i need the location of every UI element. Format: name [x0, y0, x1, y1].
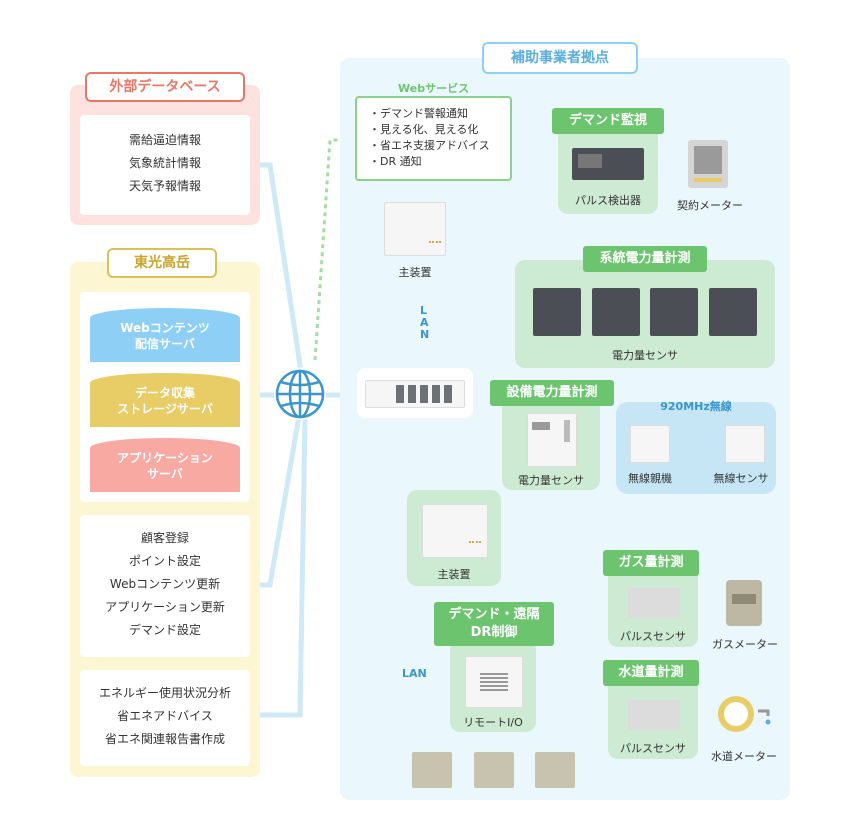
list-item: アプリケーション更新 [105, 600, 225, 614]
pulse-detector-label: パルス検出器 [575, 194, 641, 207]
pulse-detector-icon [572, 148, 644, 180]
water-meter-icon [718, 696, 754, 732]
gas-pulse-sensor-icon [628, 588, 680, 618]
tohko-title: 東光高岳 [107, 248, 217, 278]
gas-meter-icon [726, 580, 762, 626]
list-item: ・見える化、見える化 [369, 123, 479, 136]
internet-globe-icon [274, 368, 326, 420]
application-server: アプリケーション サーバ [90, 438, 240, 492]
list-item: 天気予報情報 [128, 179, 201, 193]
analysis-list: エネルギー使用状況分析 省エネアドバイス 省エネ関連報告書作成 [80, 670, 250, 766]
external-db-list: 需給逼迫情報 気象統計情報 天気予報情報 [80, 115, 250, 215]
equipment-unit-icon [412, 752, 452, 788]
main-unit-label: 主装置 [398, 266, 432, 279]
contract-meter-icon [688, 140, 728, 188]
remote-io-label: リモートI/O [463, 716, 523, 729]
list-item: 需給逼迫情報 [128, 133, 201, 147]
power-sensor-icon [592, 288, 640, 336]
data-storage-server: データ収集 ストレージサーバ [90, 373, 240, 427]
equipment-power-sensor-icon [527, 413, 577, 467]
power-sensor-icon [709, 288, 757, 336]
equipment-unit-icon [474, 752, 514, 788]
external-db-title: 外部データベース [85, 72, 245, 102]
web-content-server: Webコンテンツ 配信サーバ [90, 308, 240, 362]
wireless-parent-icon [630, 425, 670, 463]
tasks-list: 顧客登録 ポイント設定 Webコンテンツ更新 アプリケーション更新 デマンド設定 [80, 515, 250, 657]
power-sensor-label: 電力量センサ [612, 349, 678, 362]
water-pulse-sensor-icon [628, 700, 680, 730]
gas-pulse-sensor-label: パルスセンサ [620, 630, 686, 643]
power-sensor-icon [533, 288, 581, 336]
web-service-title: Webサービス [398, 82, 470, 95]
power-sensor-icon [650, 288, 698, 336]
water-title: 水道量計測 [603, 660, 699, 686]
list-item: デマンド設定 [128, 623, 201, 637]
main-unit-device-icon [422, 504, 488, 558]
equipment-unit-icon [535, 752, 575, 788]
list-item: 省エネ関連報告書作成 [104, 732, 225, 746]
equipment-power-label: 電力量センサ [518, 474, 584, 487]
list-item: 気象統計情報 [128, 156, 201, 170]
list-item: ・省エネ支援アドバイス [369, 139, 490, 152]
equipment-power-title: 設備電力量計測 [490, 380, 614, 406]
list-item: 顧客登録 [140, 531, 189, 545]
list-item: ポイント設定 [128, 554, 201, 568]
site-title: 補助事業者拠点 [482, 42, 638, 74]
web-service-box: ・デマンド警報通知 ・見える化、見える化 ・省エネ支援アドバイス ・DR 通知 [355, 96, 512, 181]
list-item: ・デマンド警報通知 [369, 107, 468, 120]
demand-monitor-title: デマンド監視 [552, 108, 664, 134]
system-power-title: 系統電力量計測 [583, 246, 707, 272]
list-item: 省エネアドバイス [117, 709, 213, 723]
lan-bottom-label: LAN [402, 667, 427, 680]
wireless-parent-label: 無線親機 [628, 472, 672, 485]
wireless-sensor-label: 無線センサ [713, 472, 769, 485]
water-pulse-sensor-label: パルスセンサ [620, 742, 686, 755]
lan-label: LAN [420, 304, 430, 341]
main-unit-bottom-label: 主装置 [437, 568, 471, 581]
gas-meter-label: ガスメーター [712, 638, 778, 651]
list-item: エネルギー使用状況分析 [98, 686, 231, 700]
list-item: ・DR 通知 [369, 155, 422, 168]
main-unit-device-icon [384, 202, 446, 256]
wireless-sensor-icon [725, 425, 765, 463]
dr-title: デマンド・遠隔 DR制御 [434, 602, 554, 646]
list-item: Webコンテンツ更新 [109, 577, 221, 591]
faucet-icon [758, 708, 772, 726]
contract-meter-label: 契約メーター [677, 199, 743, 212]
remote-io-icon [465, 656, 523, 708]
wireless-title: 920MHz無線 [660, 400, 732, 413]
network-switch-icon [365, 380, 465, 408]
gas-title: ガス量計測 [603, 550, 699, 576]
water-meter-label: 水道メーター [711, 750, 777, 763]
